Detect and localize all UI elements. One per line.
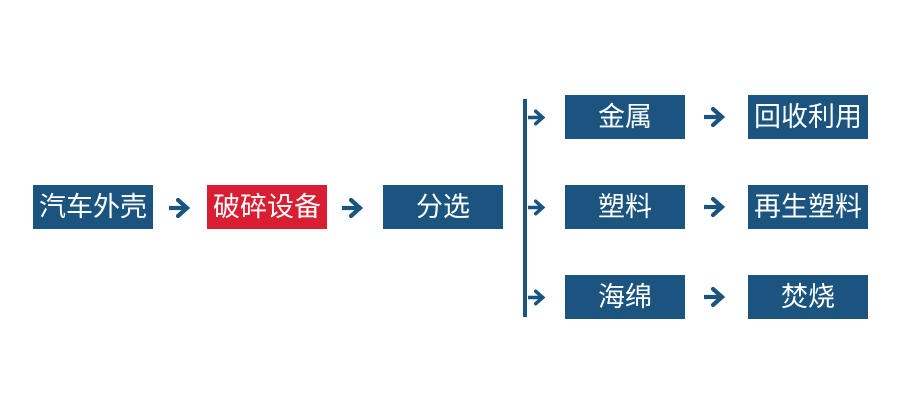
- node-metal: 金属: [565, 95, 685, 139]
- right-arrow-icon: [526, 109, 547, 126]
- right-arrow-icon: [702, 286, 726, 308]
- node-crushing-equipment: 破碎设备: [207, 185, 327, 229]
- node-recycled-plastic: 再生塑料: [748, 185, 868, 229]
- right-arrow-icon: [702, 196, 726, 218]
- node-sponge: 海绵: [565, 275, 685, 319]
- right-arrow-icon: [340, 197, 364, 219]
- branch-connector-line: [523, 99, 527, 317]
- node-recycling: 回收利用: [748, 95, 868, 139]
- node-plastic: 塑料: [565, 185, 685, 229]
- node-sorting: 分选: [383, 185, 503, 229]
- right-arrow-icon: [702, 106, 726, 128]
- node-incineration: 焚烧: [748, 275, 868, 319]
- right-arrow-icon: [526, 289, 547, 306]
- node-car-shell: 汽车外壳: [33, 185, 153, 229]
- right-arrow-icon: [526, 199, 547, 216]
- right-arrow-icon: [167, 197, 191, 219]
